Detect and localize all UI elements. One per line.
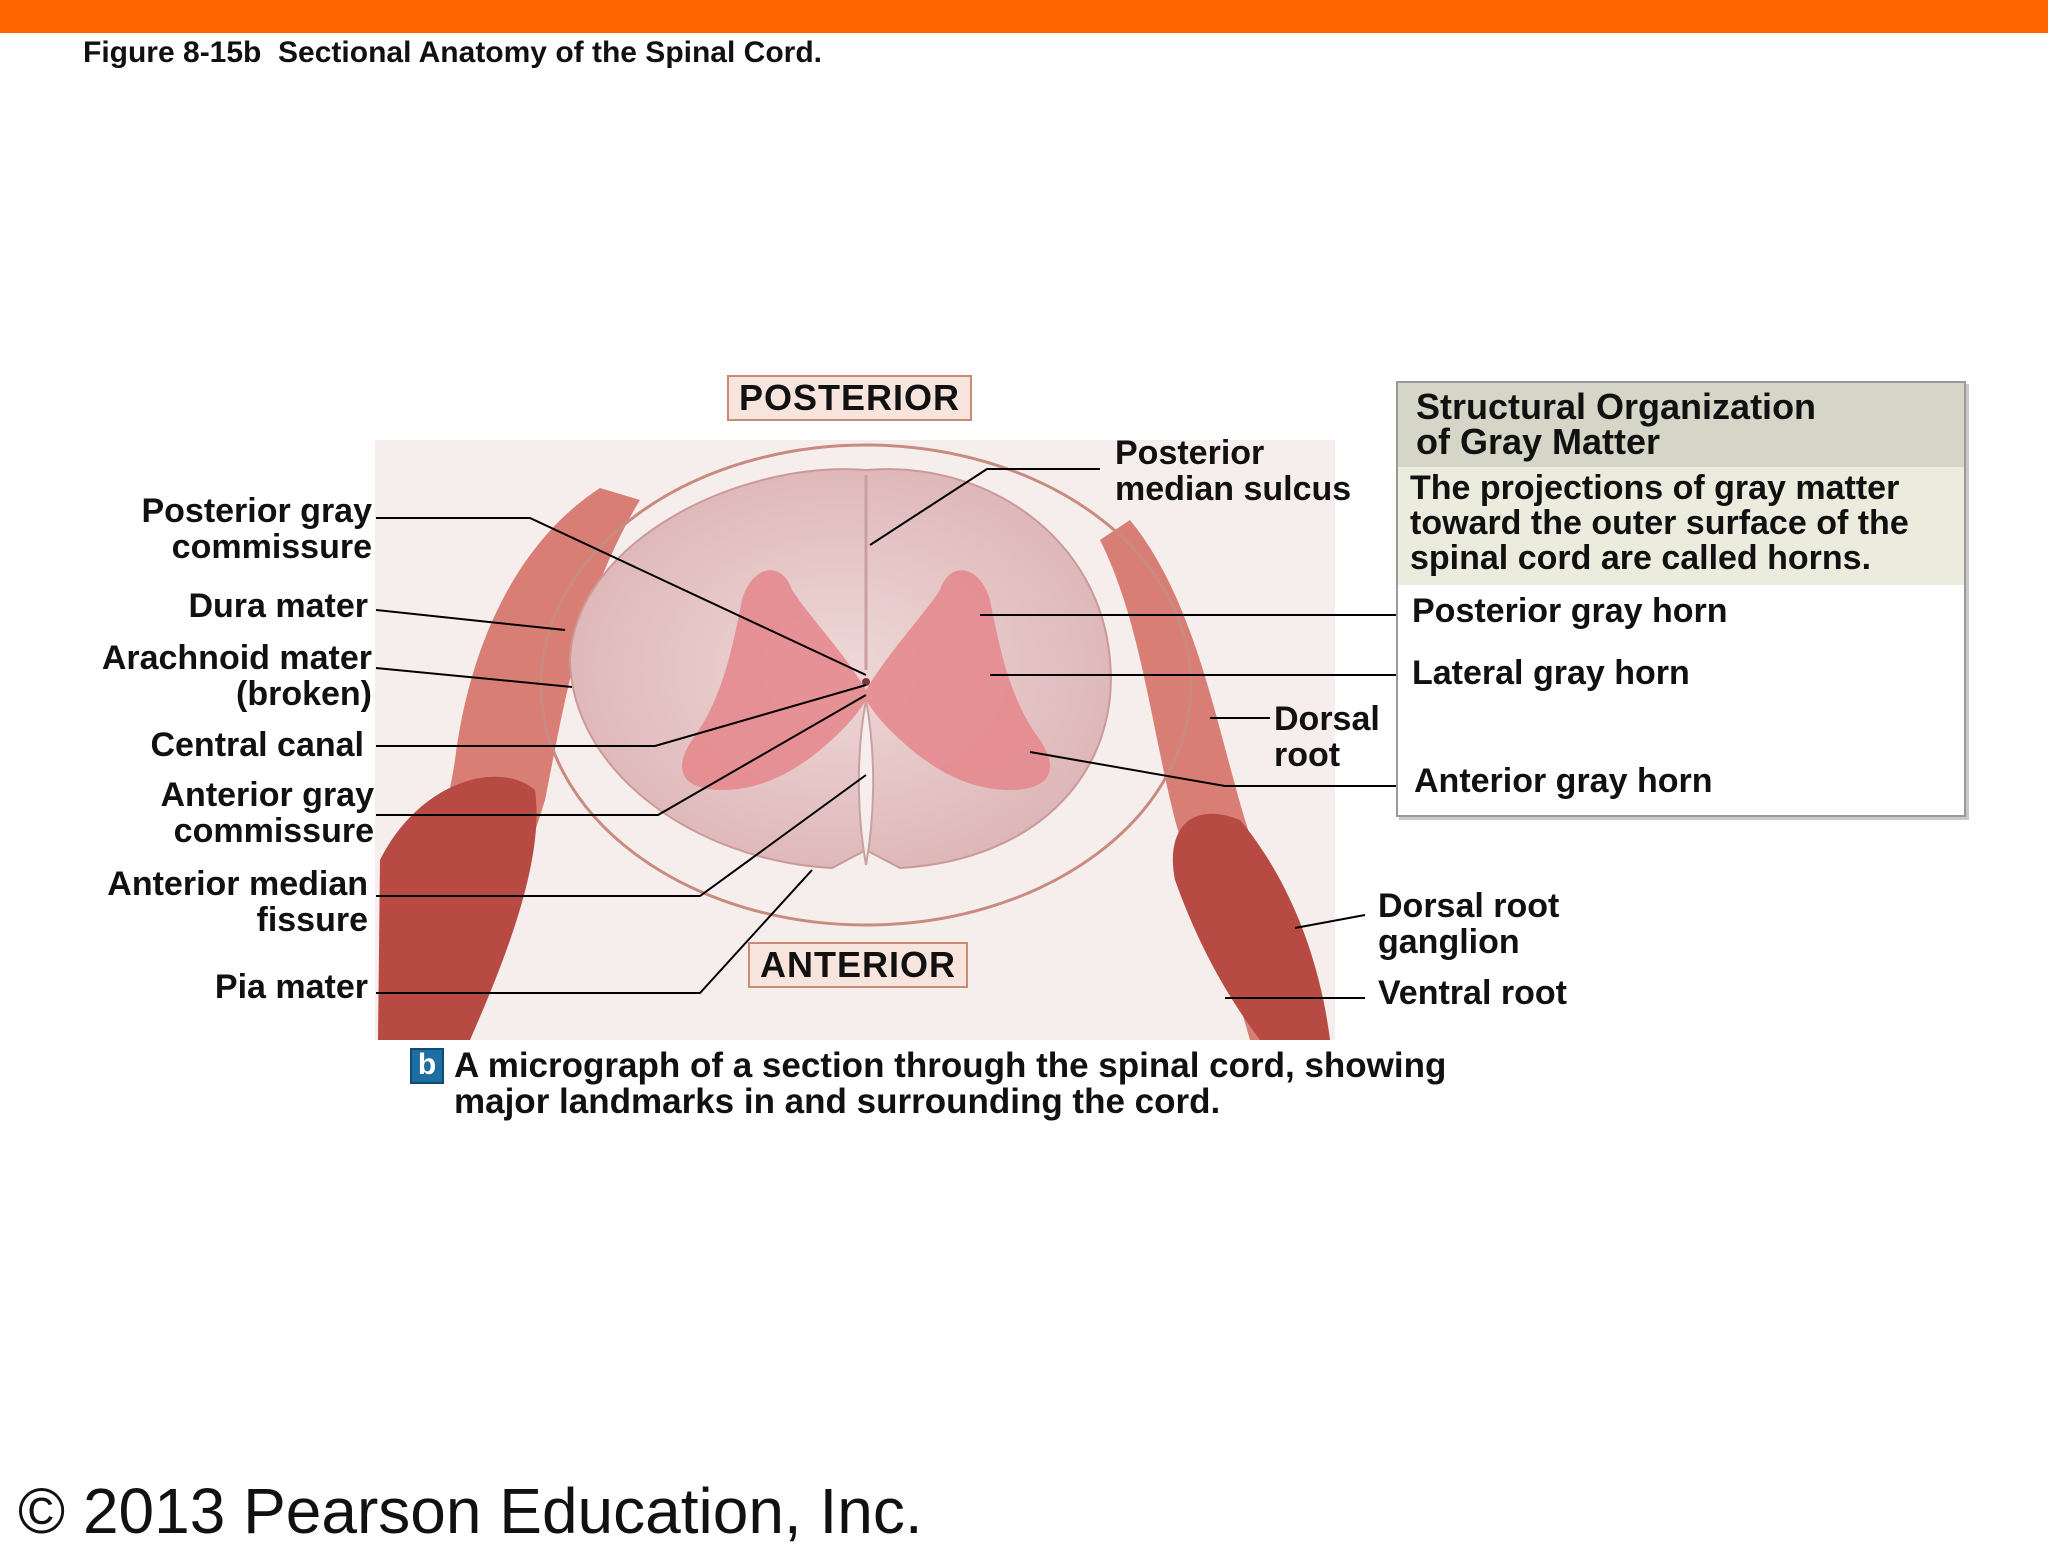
leader-dura-mater xyxy=(375,609,566,631)
leader-anterior-median-fissure xyxy=(376,774,867,897)
label-arachnoid-mater: Arachnoid mater (broken) xyxy=(101,639,372,713)
label-dorsal-root: Dorsal root xyxy=(1274,700,1380,774)
label-posterior-median-sulcus: Posterior median sulcus xyxy=(1115,434,1352,508)
leader-central-canal xyxy=(376,684,867,747)
figure-caption: b A micrograph of a section through the … xyxy=(410,1048,1446,1120)
label-ventral-root: Ventral root xyxy=(1378,974,1567,1012)
label-dura-mater: Dura mater xyxy=(188,587,368,625)
leader-posterior-median-sulcus xyxy=(869,468,1100,546)
leader-anterior-gray-horn xyxy=(1029,751,1396,787)
label-anterior-median-fissure: Anterior median fissure xyxy=(107,865,368,939)
panel-title: Structural Organization of Gray Matter xyxy=(1398,383,1964,467)
leader-pia-mater xyxy=(376,869,813,994)
leader-posterior-gray-commissure xyxy=(376,517,867,676)
gray-matter xyxy=(682,570,1050,790)
arachnoid-outline xyxy=(539,443,1193,927)
label-posterior-gray-horn: Posterior gray horn xyxy=(1412,592,1728,630)
label-anterior-gray-commissure: Anterior gray commissure xyxy=(160,776,375,850)
anterior-label: ANTERIOR xyxy=(748,942,968,988)
label-lateral-gray-horn: Lateral gray horn xyxy=(1412,654,1690,692)
leader-lines xyxy=(375,468,1396,999)
right-dorsal-root-ganglion xyxy=(1172,813,1330,1040)
label-pia-mater: Pia mater xyxy=(214,968,368,1006)
posterior-label: POSTERIOR xyxy=(727,375,973,421)
label-central-canal: Central canal xyxy=(150,726,364,764)
copyright-notice: © 2013 Pearson Education, Inc. xyxy=(18,1475,923,1547)
central-canal xyxy=(862,678,870,686)
top-accent-bar xyxy=(0,0,2048,33)
left-dorsal-root-ganglion xyxy=(378,776,537,1040)
label-anterior-gray-horn: Anterior gray horn xyxy=(1414,762,1713,800)
anterior-median-fissure xyxy=(857,699,875,866)
gray-matter-info-panel: Structural Organization of Gray Matter T… xyxy=(1396,381,1966,817)
leader-dorsal-root-ganglion xyxy=(1294,914,1366,929)
figure-title: Figure 8-15b Sectional Anatomy of the Sp… xyxy=(83,36,822,69)
leader-arachnoid-mater xyxy=(375,667,573,688)
label-dorsal-root-ganglion: Dorsal root ganglion xyxy=(1378,887,1560,961)
label-posterior-gray-commissure: Posterior gray commissure xyxy=(141,492,372,566)
panel-description: The projections of gray matter toward th… xyxy=(1398,467,1964,585)
panel-b-icon: b xyxy=(410,1048,444,1084)
leader-anterior-gray-commissure xyxy=(376,694,867,816)
